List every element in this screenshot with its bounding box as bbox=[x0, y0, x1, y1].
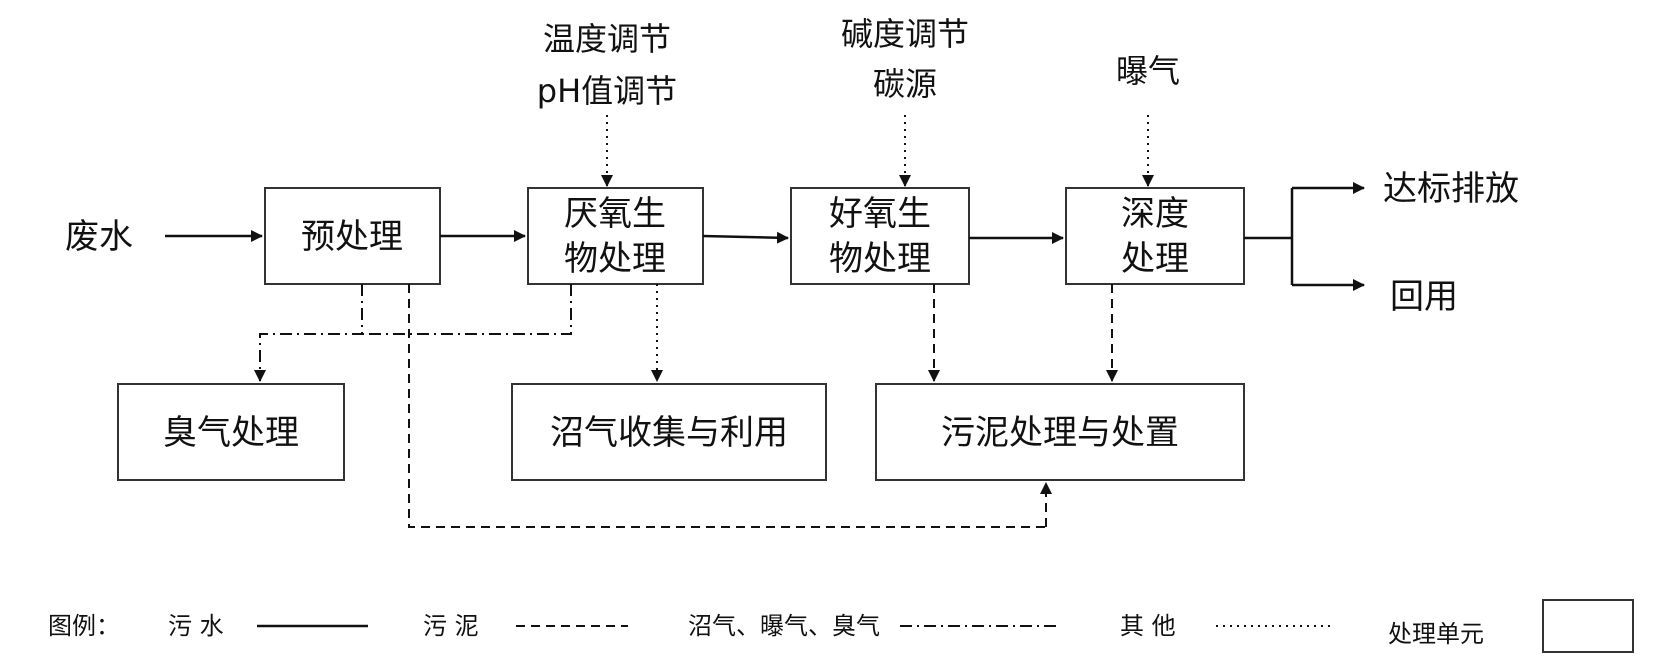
legend: 图例： 污 水 污 泥 沼气、曝气、臭气 其 他 处理单元 bbox=[48, 599, 1634, 653]
gas-line-odor bbox=[254, 284, 363, 382]
annotation-ph: pH值调节 bbox=[537, 72, 677, 110]
annotation-carbon: 碳源 bbox=[873, 65, 937, 103]
discharge-label: 达标排放 bbox=[1383, 169, 1519, 209]
aerobic-label-line1: 好氧生 bbox=[829, 194, 931, 234]
sludge-line-pretreatment bbox=[408, 284, 1046, 528]
sludge-label: 污泥处理与处置 bbox=[941, 413, 1179, 453]
advanced-label-line2: 处理 bbox=[1121, 239, 1189, 279]
pretreatment-box bbox=[264, 187, 441, 285]
legend-sludge-label: 污 泥 bbox=[423, 612, 479, 640]
aerobic-label-line2: 物处理 bbox=[829, 239, 931, 279]
reuse-label: 回用 bbox=[1390, 277, 1458, 317]
flow-arrow-anaerobic-to-aerobic bbox=[702, 231, 789, 244]
anaerobic-label-line2: 物处理 bbox=[564, 239, 666, 279]
advanced-box bbox=[1065, 187, 1245, 285]
legend-other-label: 其 他 bbox=[1120, 612, 1176, 640]
legend-unit-box bbox=[1542, 599, 1634, 653]
odor-label: 臭气处理 bbox=[163, 413, 299, 453]
odor-box bbox=[117, 383, 345, 481]
anaerobic-box bbox=[527, 187, 704, 285]
annotation-aeration: 曝气 bbox=[1116, 52, 1180, 90]
gas-line-anaerobic-odor bbox=[362, 284, 572, 335]
aerobic-box bbox=[790, 187, 970, 285]
biogas-box bbox=[511, 383, 827, 481]
legend-gas-label: 沼气、曝气、臭气 bbox=[688, 612, 880, 640]
sludge-box bbox=[875, 383, 1245, 481]
biogas-label: 沼气收集与利用 bbox=[550, 413, 788, 453]
annotation-temp: 温度调节 bbox=[543, 20, 671, 58]
legend-sewage-label: 污 水 bbox=[168, 612, 224, 640]
advanced-label-line1: 深度 bbox=[1121, 194, 1189, 234]
annotation-alkalinity: 碱度调节 bbox=[841, 15, 969, 53]
wastewater-label: 废水 bbox=[65, 217, 133, 257]
pretreatment-label: 预处理 bbox=[301, 217, 403, 257]
legend-title: 图例： bbox=[48, 612, 120, 640]
anaerobic-label-line1: 厌氧生 bbox=[564, 194, 666, 234]
legend-unit-label: 处理单元 bbox=[1388, 620, 1484, 648]
